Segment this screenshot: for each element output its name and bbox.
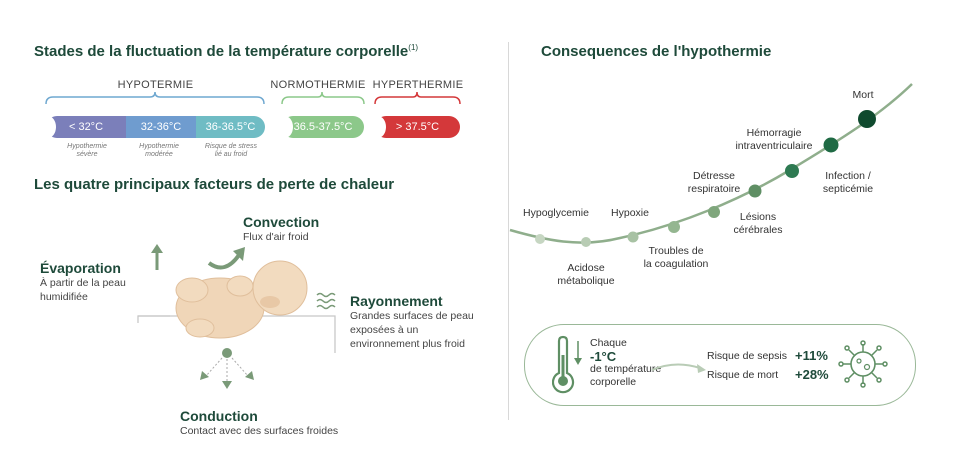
conduction-arrow-down	[222, 381, 232, 389]
group-braces	[45, 91, 461, 105]
risk-box	[524, 324, 916, 406]
temperature-stages-title: Stades de la fluctuation de la températu…	[34, 43, 419, 60]
group-label-normothermie: NORMOTHERMIE	[270, 79, 366, 91]
temp-segment-severe: < 32°C	[46, 116, 126, 138]
brace-hyperthermie	[374, 91, 461, 105]
dot-lesions	[748, 184, 762, 198]
dot-hypoxie	[627, 231, 639, 243]
factor-rayonnement: Rayonnement Grandes surfaces de peau exp…	[350, 293, 474, 350]
dot-acidose	[581, 237, 591, 247]
temp-segment-cold-stress: 36-36.5°C	[196, 116, 265, 138]
segment-notches	[40, 116, 386, 138]
brace-normothermie	[281, 91, 365, 105]
label-hypoxie: Hypoxie	[611, 207, 649, 219]
dot-mort	[858, 110, 876, 128]
baby-arm	[226, 275, 254, 297]
dot-hemorragie	[785, 164, 799, 178]
conduction-arrow-right	[245, 371, 254, 380]
group-label-hypothermie: HYPOTERMIE	[117, 79, 194, 91]
curve-line	[509, 83, 913, 244]
baby-illustration	[137, 260, 336, 389]
risk-arrow-icon	[651, 363, 706, 373]
mort-risk: Risque de mort	[707, 369, 779, 381]
dot-infection	[823, 137, 839, 153]
convection-arrow-icon	[207, 247, 245, 270]
sepsis-risk: Risque de sepsis	[707, 350, 787, 362]
baby-leg	[175, 277, 209, 303]
consequences-title: Consequences de l'hypothermie	[541, 43, 772, 60]
brace-hypothermie	[45, 91, 265, 105]
dot-coagulation	[668, 221, 680, 233]
radiation-waves-icon	[316, 292, 336, 310]
temp-segment-hyperthermie: > 37.5°C	[375, 116, 460, 138]
label-hypoglycemie: Hypoglycemie	[523, 207, 589, 219]
consequence-curve	[509, 83, 913, 247]
group-label-hyperthermie: HYPERTHERMIE	[372, 79, 464, 91]
mort-risk-value: +28%	[795, 367, 829, 382]
heat-loss-factors-title: Les quatre principaux facteurs de perte …	[34, 176, 395, 193]
dot-detresse	[708, 206, 720, 218]
evaporation-arrow-icon	[151, 244, 163, 270]
temp-segment-normothermie: 36.5-37.5°C	[282, 116, 364, 138]
label-mort: Mort	[852, 89, 874, 101]
column-divider	[508, 42, 509, 420]
dot-hypoglycemie	[535, 234, 545, 244]
temp-segment-moderate: 32-36°C	[126, 116, 196, 138]
thermometer-icon	[552, 335, 582, 394]
per-degree-text: Chaque -1°C de température corporelle	[590, 337, 662, 388]
factor-conduction: Conduction Contact avec des surfaces fro…	[180, 408, 339, 437]
sepsis-risk-value: +11%	[795, 348, 828, 363]
conduction-arrow-left	[200, 371, 209, 380]
factor-convection: Convection Flux d'air froid	[243, 214, 320, 243]
virus-icon	[838, 340, 888, 388]
conduction-dot	[222, 348, 232, 358]
label-infection: Infection /septicémie	[822, 170, 874, 195]
factor-evaporation: Évaporation À partir de la peau humidifi…	[40, 260, 126, 303]
